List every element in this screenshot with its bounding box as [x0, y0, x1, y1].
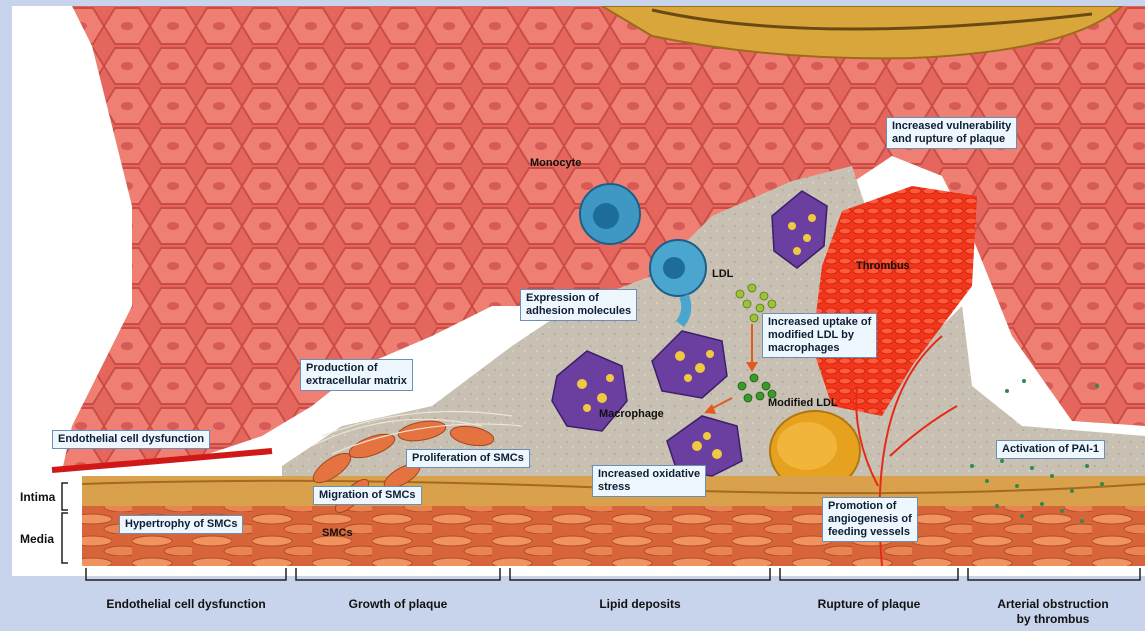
- stage-endothelial-dysfunction: Endothelial cell dysfunction: [86, 597, 286, 612]
- stage-1-line-1: Endothelial cell dysfunction: [86, 597, 286, 612]
- stage-5-line-2: by thrombus: [968, 612, 1138, 627]
- media-label: Media: [20, 532, 54, 546]
- intima-label: Intima: [20, 490, 55, 504]
- stage-rupture-of-plaque: Rupture of plaque: [780, 597, 958, 612]
- stage-4-line-1: Rupture of plaque: [780, 597, 958, 612]
- media-bracket: [62, 513, 68, 563]
- stage-growth-of-plaque: Growth of plaque: [296, 597, 500, 612]
- stage-bracket-4: [780, 568, 958, 580]
- stage-bracket-1: [86, 568, 286, 580]
- stage-3-line-1: Lipid deposits: [510, 597, 770, 612]
- stage-bracket-2: [296, 568, 500, 580]
- stage-2-line-1: Growth of plaque: [296, 597, 500, 612]
- stage-lipid-deposits: Lipid deposits: [510, 597, 770, 612]
- stage-5-line-1: Arterial obstruction: [968, 597, 1138, 612]
- stage-bracket-5: [968, 568, 1140, 580]
- stage-arterial-obstruction: Arterial obstruction by thrombus: [968, 597, 1138, 627]
- stage-bracket-3: [510, 568, 770, 580]
- intima-bracket: [62, 483, 68, 510]
